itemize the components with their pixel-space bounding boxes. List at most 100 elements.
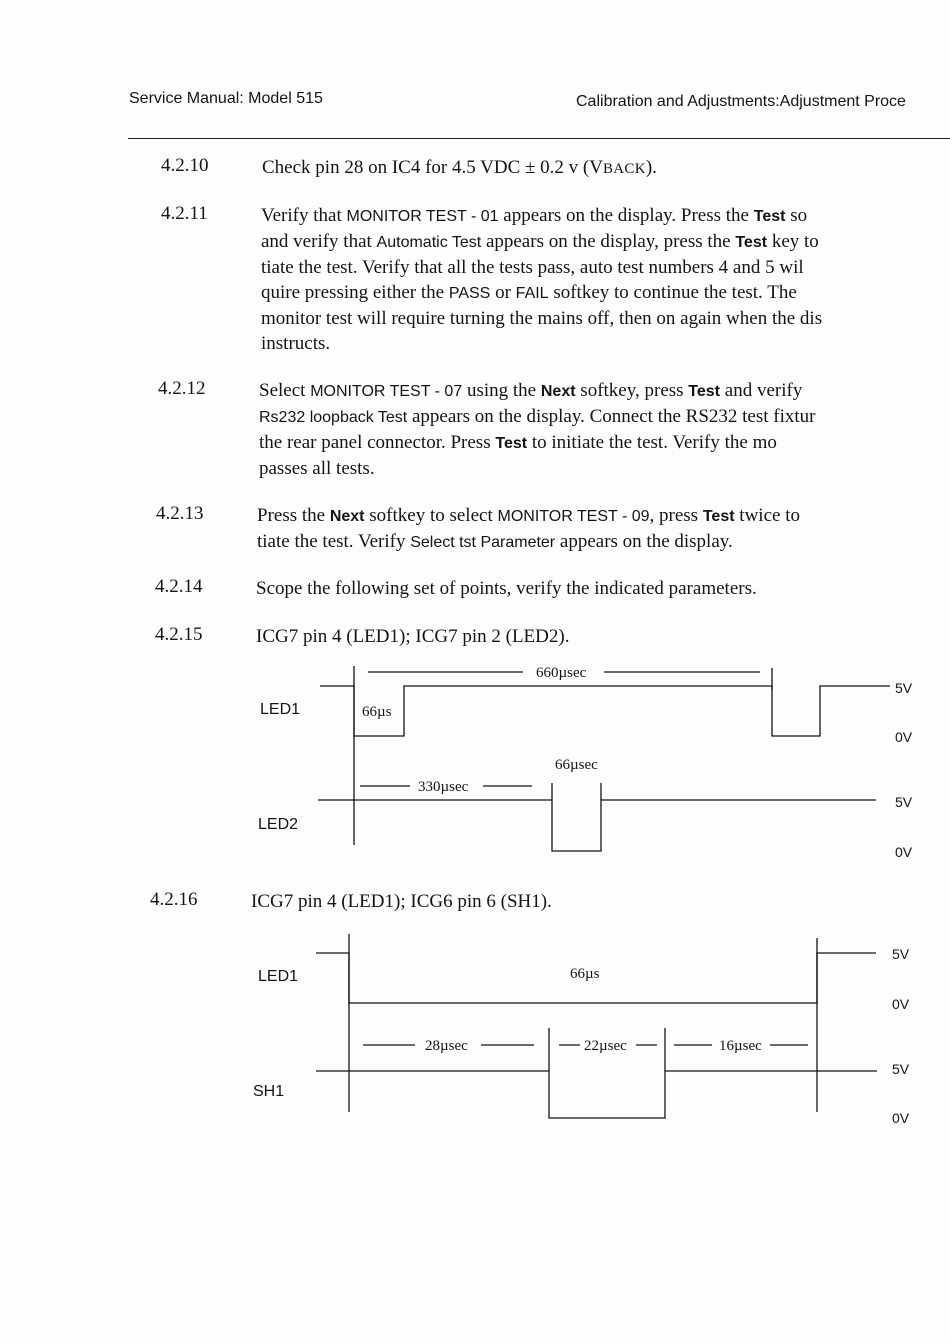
text-run: softkey to select <box>364 505 498 526</box>
small-caps-text: BACK <box>602 161 646 177</box>
led2-low-level: 0V <box>895 844 913 860</box>
sh1-low-level: 0V <box>892 1110 910 1126</box>
step-text: Check pin 28 on IC4 for 4.5 VDC ± 0.2 v … <box>262 155 950 182</box>
step-number: 4.2.13 <box>156 503 204 524</box>
text-run: Check pin 28 on IC4 for 4.5 VDC ± 0.2 v … <box>262 157 603 178</box>
text-run: using the <box>462 380 541 401</box>
step-line: tiate the test. Verify Select tst Parame… <box>257 529 950 555</box>
text-run: instructs. <box>261 333 331 354</box>
step-text: Press the Next softkey to select MONITOR… <box>257 503 950 555</box>
text-run: appears on the display. <box>555 531 733 552</box>
sh1-waveform <box>316 1070 877 1119</box>
led1-low-level-2: 0V <box>892 996 910 1012</box>
display-message: Automatic Test <box>376 234 482 251</box>
step-line: Verify that MONITOR TEST - 01 appears on… <box>261 203 950 229</box>
display-message: PASS <box>448 285 491 302</box>
step-text: ICG7 pin 4 (LED1); ICG7 pin 2 (LED2). <box>256 624 950 649</box>
display-message: Select tst Parameter <box>410 534 556 551</box>
text-run: key to <box>767 231 819 252</box>
timing-diagram-led1-sh1: 66µs LED1 5V 0V 28µsec 22µsec 16µsec SH1… <box>253 934 910 1126</box>
led2-pulse-label: 66µsec <box>555 757 598 773</box>
step-line: and verify that Automatic Test appears o… <box>261 229 950 255</box>
text-run: ICG7 pin 4 (LED1); ICG6 pin 6 (SH1). <box>251 891 552 912</box>
timing-diagram-led1-led2: 660µsec 66µs LED1 5V 0V 330µsec 66µsec L… <box>258 665 913 860</box>
key-name: Test <box>702 508 735 525</box>
led1-high-level: 5V <box>895 680 913 696</box>
key-name: Test <box>753 208 786 225</box>
text-run: to initiate the test. Verify the mo <box>527 432 777 453</box>
delay-label: 330µsec <box>418 779 469 795</box>
key-name: Test <box>735 234 768 251</box>
step-number: 4.2.11 <box>161 203 208 224</box>
step-number: 4.2.12 <box>158 378 206 399</box>
sh1-label: SH1 <box>253 1083 284 1100</box>
step-line: Press the Next softkey to select MONITOR… <box>257 503 950 529</box>
key-name: Next <box>329 508 365 525</box>
pulse-width-label: 66µs <box>362 704 392 720</box>
text-run: twice to <box>734 505 800 526</box>
display-message: Rs232 loopback Test <box>259 409 408 426</box>
step-line: instructs. <box>261 331 950 356</box>
step-number: 4.2.10 <box>161 155 209 176</box>
led1-label: LED1 <box>260 701 300 718</box>
step-line: quire pressing either the PASS or FAIL s… <box>261 280 950 306</box>
step-line: Check pin 28 on IC4 for 4.5 VDC ± 0.2 v … <box>262 155 950 182</box>
led1-waveform <box>320 685 890 737</box>
text-run: quire pressing either the <box>261 282 449 303</box>
led1-label-2: LED1 <box>258 968 298 985</box>
text-run: passes all tests. <box>259 458 375 479</box>
text-run: the rear panel connector. Press <box>259 432 496 453</box>
step-text: Scope the following set of points, verif… <box>256 576 950 601</box>
text-run: appears on the display. Connect the RS23… <box>407 406 816 427</box>
seg3-label: 16µsec <box>719 1038 762 1054</box>
text-run: Scope the following set of points, verif… <box>256 578 757 599</box>
text-run: appears on the display. Press the <box>498 205 754 226</box>
key-name: Test <box>495 435 528 452</box>
step-number: 4.2.16 <box>150 889 198 910</box>
led2-label: LED2 <box>258 816 298 833</box>
led1-low-level: 0V <box>895 729 913 745</box>
step-line: Select MONITOR TEST - 07 using the Next … <box>259 378 950 404</box>
sh1-high-level: 5V <box>892 1061 910 1077</box>
text-run: tiate the test. Verify that all the test… <box>261 257 804 278</box>
led1-high-level-2: 5V <box>892 946 910 962</box>
text-run: ICG7 pin 4 (LED1); ICG7 pin 2 (LED2). <box>256 626 570 647</box>
step-line: the rear panel connector. Press Test to … <box>259 430 950 456</box>
led1-waveform-2 <box>316 952 876 1004</box>
led2-waveform <box>318 799 876 852</box>
text-run: softkey to continue the test. The <box>548 282 797 303</box>
display-message: MONITOR TEST - 07 <box>310 383 463 400</box>
step-text: ICG7 pin 4 (LED1); ICG6 pin 6 (SH1). <box>251 889 950 914</box>
text-run: monitor test will require turning the ma… <box>261 308 823 329</box>
seg1-label: 28µsec <box>425 1038 468 1054</box>
step-number: 4.2.14 <box>155 576 203 597</box>
display-message: FAIL <box>515 285 549 302</box>
key-name: Test <box>688 383 721 400</box>
text-run: and verify that <box>261 231 377 252</box>
step-line: ICG7 pin 4 (LED1); ICG7 pin 2 (LED2). <box>256 624 950 649</box>
text-run: ). <box>645 157 657 178</box>
step-line: Rs232 loopback Test appears on the displ… <box>259 404 950 430</box>
header-manual-title: Service Manual: Model 515 <box>129 90 323 107</box>
text-run: Select <box>259 380 311 401</box>
text-run: appears on the display, press the <box>481 231 736 252</box>
led2-high-level: 5V <box>895 794 913 810</box>
step-line: Scope the following set of points, verif… <box>256 576 950 601</box>
text-run: and verify <box>720 380 803 401</box>
display-message: MONITOR TEST - 01 <box>346 208 499 225</box>
seg2-label: 22µsec <box>584 1038 627 1054</box>
step-number: 4.2.15 <box>155 624 203 645</box>
display-message: MONITOR TEST - 09 <box>497 508 650 525</box>
step-line: tiate the test. Verify that all the test… <box>261 255 950 280</box>
text-run: softkey, press <box>575 380 689 401</box>
text-run: , press <box>649 505 703 526</box>
text-run: Verify that <box>261 205 347 226</box>
text-run: Press the <box>257 505 330 526</box>
pulse-width-label-2: 66µs <box>570 966 600 982</box>
step-line: monitor test will require turning the ma… <box>261 306 950 331</box>
period-label: 660µsec <box>536 665 587 681</box>
header-divider <box>128 138 950 139</box>
step-text: Select MONITOR TEST - 07 using the Next … <box>259 378 950 481</box>
step-text: Verify that MONITOR TEST - 01 appears on… <box>261 203 950 356</box>
